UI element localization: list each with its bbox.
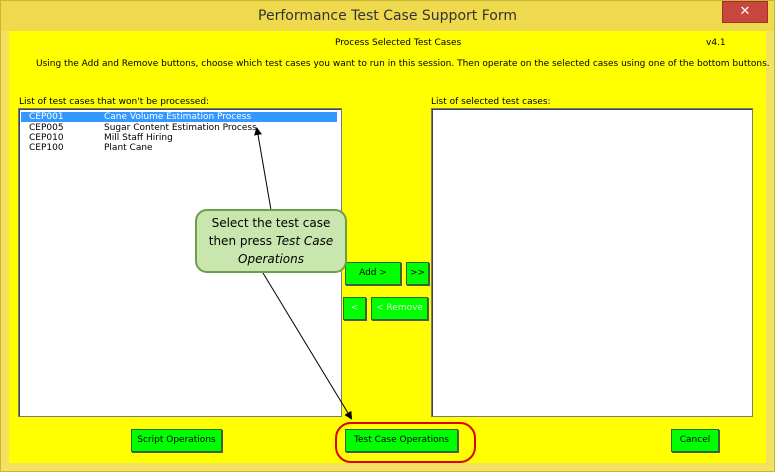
remove-all-button[interactable]: <	[343, 297, 366, 320]
list-item[interactable]: CEP001 Cane Volume Estimation Process	[21, 112, 337, 122]
callout-line-1: Select the test case	[211, 216, 331, 230]
callout-line-2: then press Test Case	[208, 234, 334, 248]
version-label: v4.1	[706, 38, 726, 48]
list-item[interactable]: CEP005 Sugar Content Estimation Process	[21, 123, 337, 133]
add-all-button[interactable]: >>	[406, 262, 429, 285]
window-title: Performance Test Case Support Form	[258, 8, 517, 24]
script-operations-button[interactable]: Script Operations	[131, 429, 222, 452]
list-item[interactable]: CEP010 Mill Staff Hiring	[21, 133, 337, 143]
section-title: Process Selected Test Cases	[335, 38, 462, 48]
case-code: CEP100	[29, 143, 64, 153]
selected-cases-list[interactable]	[431, 108, 753, 417]
close-icon[interactable]: ✕	[739, 4, 751, 19]
close-button[interactable]: ✕	[722, 1, 768, 23]
cancel-button[interactable]: Cancel	[671, 429, 719, 452]
add-button[interactable]: Add >	[345, 262, 401, 285]
case-code: CEP005	[29, 123, 64, 133]
title-bar: Performance Test Case Support Form ✕	[1, 1, 774, 31]
form-body: Process Selected Test Cases v4.1 Using t…	[9, 31, 770, 463]
case-name: Sugar Content Estimation Process	[104, 123, 257, 133]
list-item[interactable]: CEP100 Plant Cane	[21, 143, 337, 153]
case-code: CEP010	[29, 133, 64, 143]
instruction-callout: Select the test case then press Test Cas…	[195, 209, 347, 273]
selected-list-label: List of selected test cases:	[431, 97, 551, 107]
callout-line-3: Operations	[238, 252, 304, 266]
highlight-ring	[335, 422, 476, 463]
case-name: Cane Volume Estimation Process	[104, 112, 252, 122]
remove-button[interactable]: < Remove	[371, 297, 428, 320]
instructions-text: Using the Add and Remove buttons, choose…	[36, 59, 770, 69]
case-code: CEP001	[29, 112, 64, 122]
unprocessed-list-label: List of test cases that won't be process…	[19, 97, 210, 107]
test-case-operations-button[interactable]: Test Case Operations	[345, 429, 458, 452]
case-name: Plant Cane	[104, 143, 153, 153]
case-name: Mill Staff Hiring	[104, 133, 173, 143]
